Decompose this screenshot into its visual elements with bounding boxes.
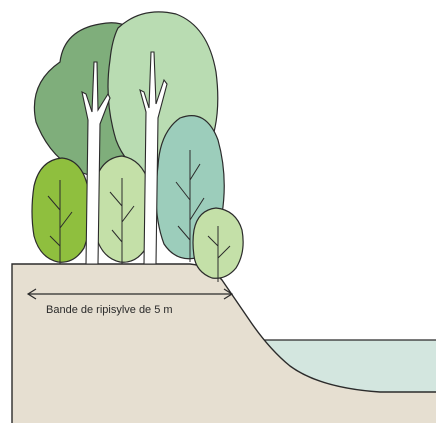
buffer-width-label: Bande de ripisylve de 5 m [46,304,173,316]
tree-icon [92,156,152,264]
tree-icon [32,158,90,264]
tree-icon [193,208,243,282]
